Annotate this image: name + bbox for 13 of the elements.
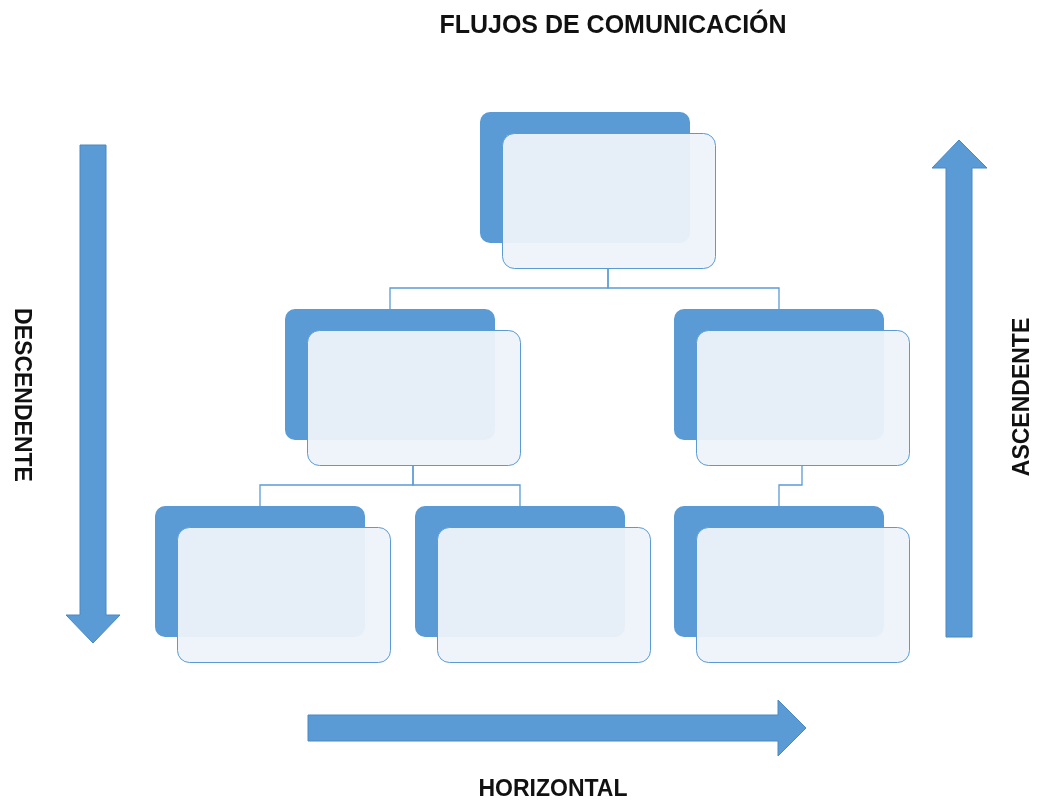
org-chart-box [415, 506, 651, 663]
connector-line [778, 464, 803, 507]
flow-label: ASCENDENTE [1007, 317, 1035, 477]
flow-label: HORIZONTAL [478, 774, 628, 802]
title: FLUJOS DE COMUNICACIÓN [438, 10, 788, 39]
org-chart-box [674, 309, 910, 466]
org-chart-box [155, 506, 391, 663]
org-chart-box [674, 506, 910, 663]
org-chart-box [480, 112, 716, 269]
connector-line [607, 267, 780, 310]
connector-line [412, 464, 521, 507]
org-chart-box [285, 309, 521, 466]
flow-label: DESCENDENTE [8, 308, 36, 482]
